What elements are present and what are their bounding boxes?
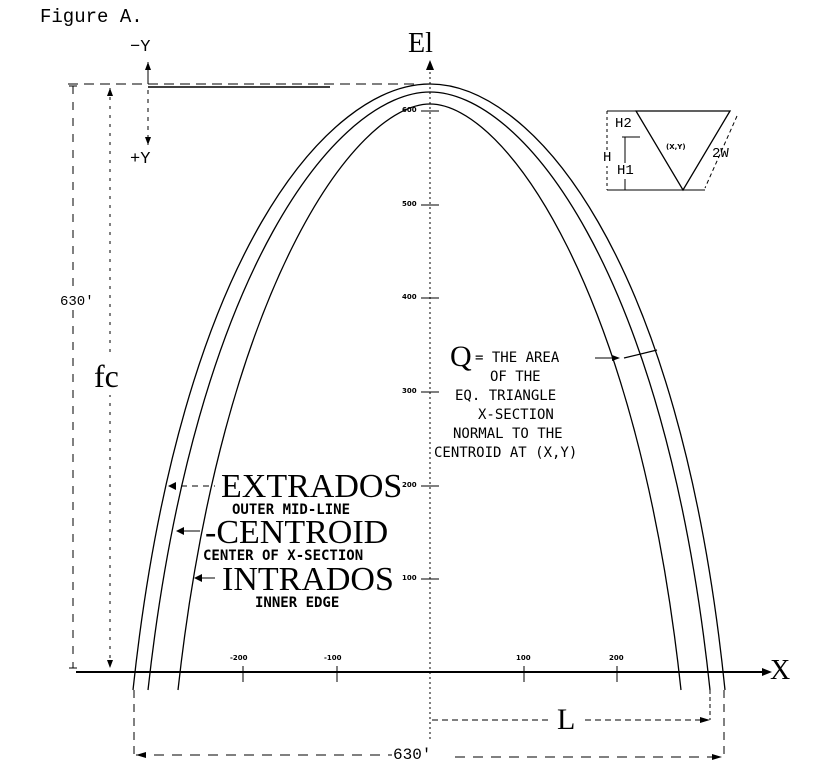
x-tick-label: -100 xyxy=(324,654,342,662)
pos-y-label: +Y xyxy=(130,150,151,169)
intrados-desc: INNER EDGE xyxy=(255,595,340,611)
y-tick-label: 500 xyxy=(402,200,417,208)
q-note-line: CENTROID AT (X,Y) xyxy=(434,445,578,461)
q-note-line: OF THE xyxy=(490,369,541,385)
q-note-line: X-SECTION xyxy=(478,407,554,423)
intrados-label: INTRADOS xyxy=(222,561,394,598)
w-label: 2W xyxy=(712,146,729,162)
y-tick-label: 200 xyxy=(402,481,417,489)
q-symbol: Q xyxy=(450,340,472,373)
centroid-label: -CENTROID xyxy=(205,514,389,551)
centroid-desc: CENTER OF X-SECTION xyxy=(203,548,364,564)
neg-y-label: −Y xyxy=(130,38,151,57)
fc-label: fc xyxy=(94,358,119,395)
figure-title: Figure A. xyxy=(40,6,143,28)
y-tick-label: 600 xyxy=(402,106,417,114)
x-tick-label: 100 xyxy=(516,654,531,662)
y-tick-label: 300 xyxy=(402,387,417,395)
h-label: H xyxy=(603,150,612,166)
elevation-axis-label: El xyxy=(408,28,433,59)
y-tick-label: 100 xyxy=(402,574,417,582)
centroid-point-label: (X,Y) xyxy=(666,143,686,151)
x-axis-label: X xyxy=(770,655,791,686)
y-tick-label: 400 xyxy=(402,293,417,301)
width-dimension-label: 630' xyxy=(393,746,432,764)
extrados-desc: OUTER MID-LINE xyxy=(232,502,351,518)
q-note-line: NORMAL TO THE xyxy=(453,426,563,442)
q-note-line: = THE AREA xyxy=(475,350,560,366)
h2-label: H2 xyxy=(615,116,632,132)
q-note-line: EQ. TRIANGLE xyxy=(455,388,557,404)
x-tick-label: -200 xyxy=(230,654,248,662)
half-span-label: L xyxy=(557,703,576,736)
x-tick-label: 200 xyxy=(609,654,624,662)
height-dimension-label: 630' xyxy=(60,294,94,310)
extrados-label: EXTRADOS xyxy=(221,468,403,505)
h1-label: H1 xyxy=(617,163,634,179)
